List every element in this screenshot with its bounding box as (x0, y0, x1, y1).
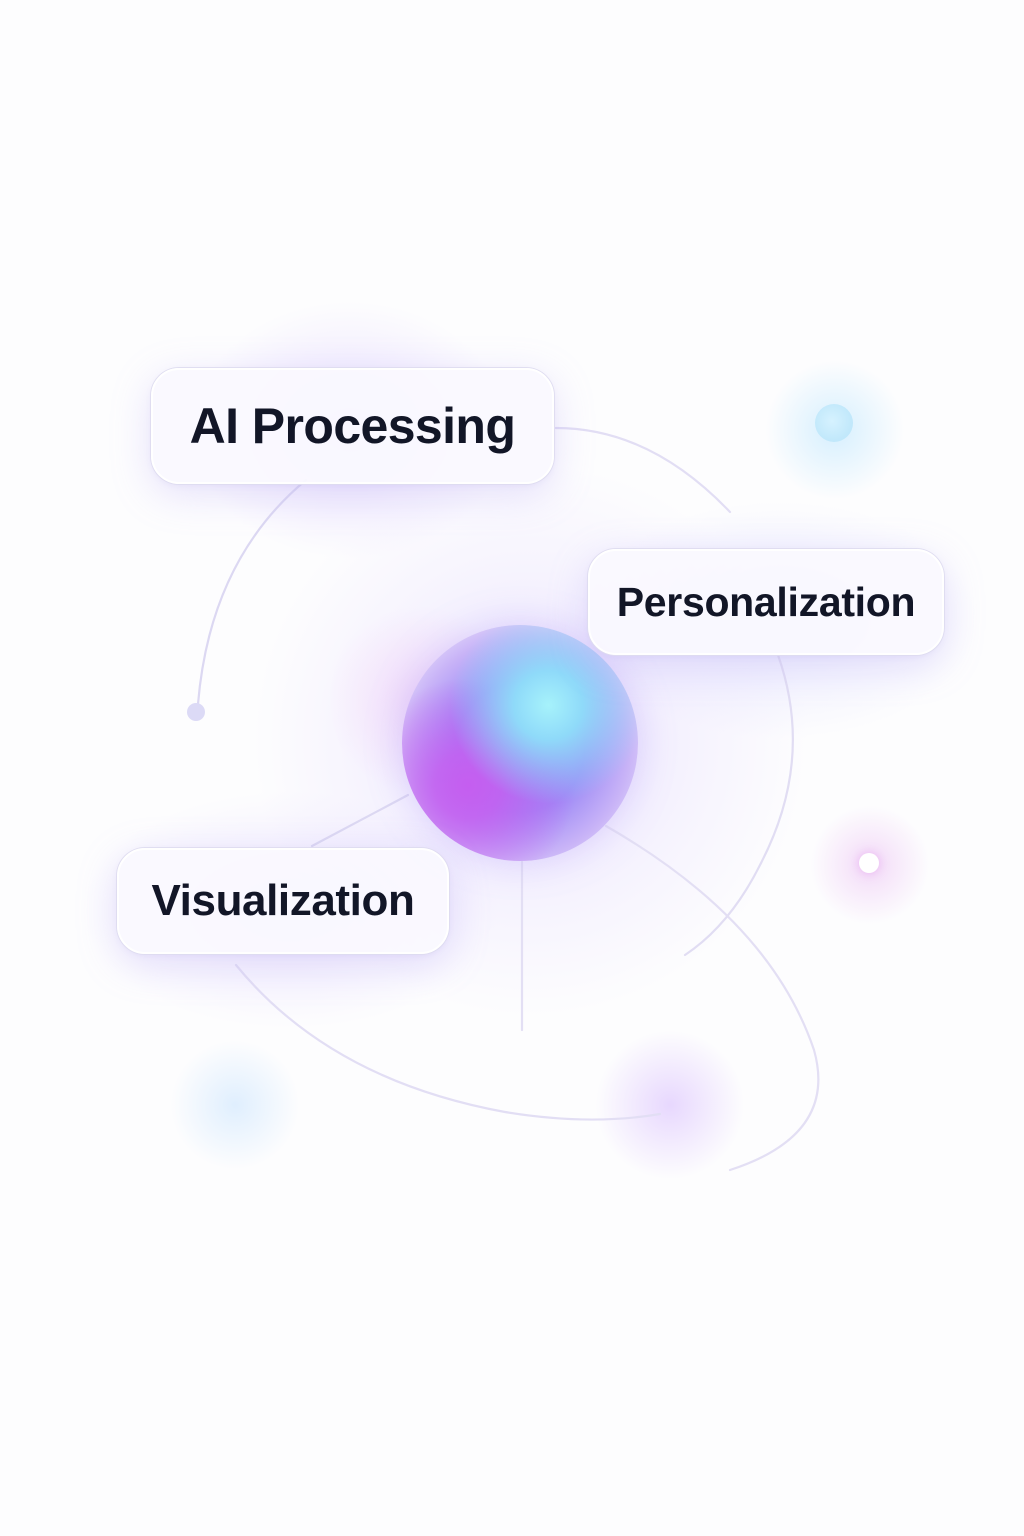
connector-ai-to-dot (196, 478, 308, 706)
node-dot-small (187, 703, 205, 721)
connector-orbit-right (683, 653, 794, 957)
connector-orb-loop (604, 824, 820, 1172)
connector-visualization-arc (234, 963, 662, 1121)
node-personalization[interactable]: Personalization (588, 549, 944, 655)
connector-ai-to-personalization (554, 426, 732, 514)
node-dot-blue (815, 404, 853, 442)
central-orb (402, 625, 638, 861)
node-label: AI Processing (189, 398, 516, 454)
node-label: Visualization (151, 876, 415, 925)
node-label: Personalization (616, 578, 916, 625)
node-dot-white (859, 853, 879, 873)
connector-orb-to-visualization (310, 793, 410, 848)
node-ai-processing[interactable]: AI Processing (151, 368, 554, 484)
node-visualization[interactable]: Visualization (117, 848, 449, 954)
